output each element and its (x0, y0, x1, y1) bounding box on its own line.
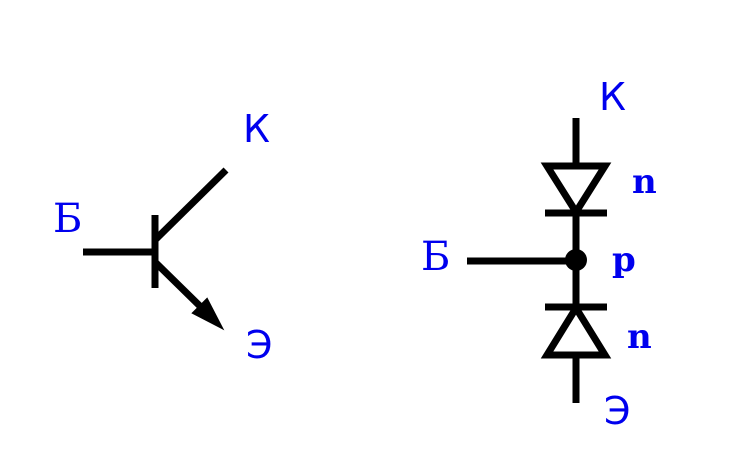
upper-diode-triangle (540, 162, 612, 219)
diode-model (467, 118, 612, 403)
transistor-base-label: Б (53, 196, 82, 242)
transistor-emitter-label: Э (246, 323, 273, 367)
base-junction-dot (565, 249, 587, 271)
transistor-symbol (83, 167, 229, 331)
transistor-emitter-arrow (191, 297, 225, 331)
model-collector-label: К (599, 75, 626, 119)
model-lower-region-label: n (627, 317, 652, 357)
transistor-collector-lead (152, 167, 229, 243)
model-middle-region-label: p (612, 240, 636, 280)
model-upper-region-label: n (632, 162, 657, 202)
transistor-collector-label: К (243, 107, 270, 151)
model-base-label: Б (421, 234, 450, 280)
model-emitter-label: Э (604, 389, 631, 433)
transistor-emitter-lead (152, 259, 209, 315)
lower-diode-triangle (540, 301, 612, 359)
